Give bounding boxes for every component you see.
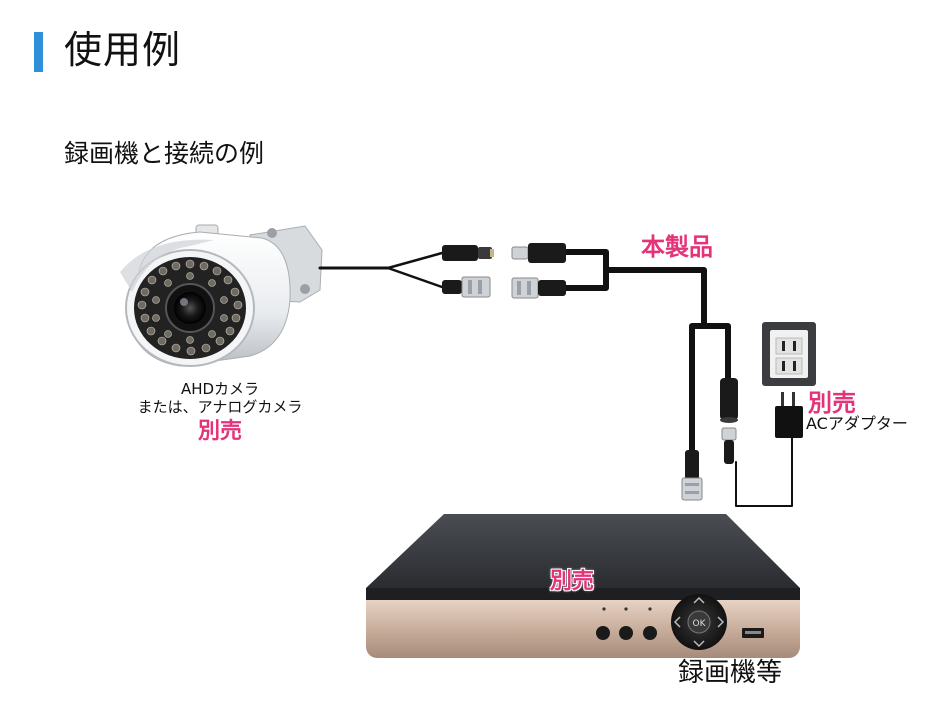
dvr-label: 録画機等 (678, 658, 783, 688)
dvr-sold-separately: 別売 (550, 569, 595, 594)
dvr-ok-button-label: OK (693, 619, 707, 629)
product-label: 本製品 (641, 233, 713, 261)
ac-adapter (775, 392, 803, 438)
dvr-bnc-connector (681, 450, 703, 501)
wall-outlet (762, 322, 816, 386)
title-accent-bar (34, 32, 43, 72)
camera-label-line1: AHDカメラ (180, 380, 260, 398)
camera-image (120, 224, 323, 367)
section-subtitle: 録画機と接続の例 (64, 139, 265, 168)
adapter-sold-separately: 別売 (808, 389, 856, 417)
product-dc-connector (511, 243, 566, 263)
camera-dc-connector (442, 245, 494, 261)
dc-female-connector (720, 378, 738, 423)
camera-label-line2: または、アナログカメラ (137, 398, 303, 416)
dvr-image: OK (366, 514, 800, 658)
cable-lines (318, 249, 793, 507)
product-bnc-connector (511, 277, 566, 299)
page-title: 使用例 (64, 28, 182, 72)
camera-bnc-connector (442, 276, 491, 298)
dc-male-plug (721, 427, 737, 464)
camera-sold-separately: 別売 (197, 419, 242, 444)
adapter-label: ACアダプター (806, 414, 908, 433)
